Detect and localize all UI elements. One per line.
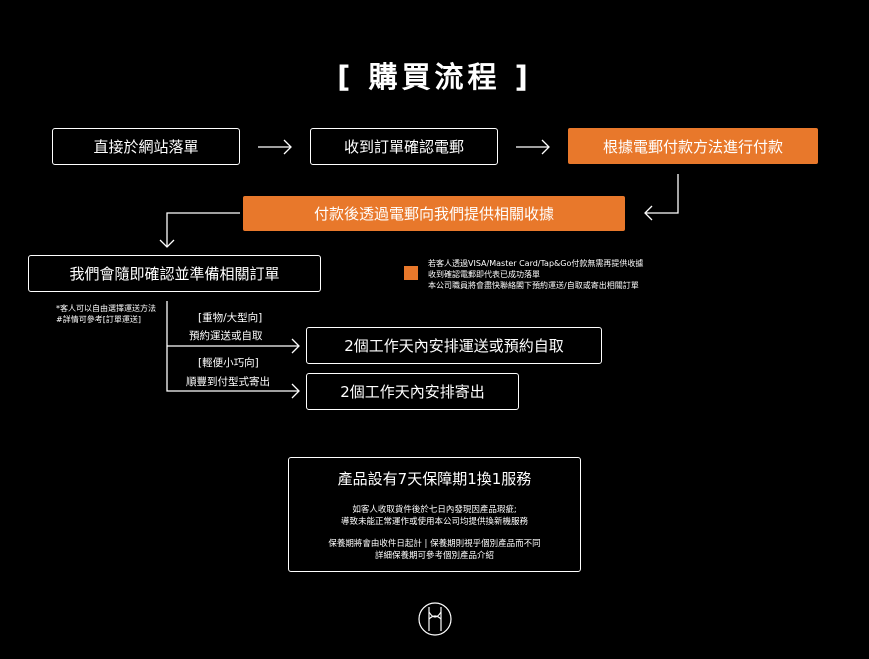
warranty-text: 詳細保養期可參考個別產品介紹 xyxy=(374,551,494,561)
brand-logo-icon xyxy=(418,602,452,636)
step-payment-label: 根據電郵付款方法進行付款 xyxy=(602,137,783,156)
delivery-side-note: *客人可以自由選擇運送方法 #詳情可參考[訂單運送] xyxy=(56,303,156,325)
warranty-box: 產品設有7天保障期1換1服務 如客人收取貨件後於七日內發現因產品瑕疵; 導致未能… xyxy=(288,457,581,572)
option-light-delivery-label: 2個工作天內安排寄出 xyxy=(340,383,485,401)
branch-heavy-desc: 預約運送或自取 xyxy=(189,330,263,342)
page-title: [ 購買流程 ] xyxy=(337,60,532,94)
step-prepare-order: 我們會隨即確認並準備相關訂單 xyxy=(28,255,321,292)
card-payment-note: 若客人透過VISA/Master Card/Tap&Go付款無需再提供收據 收到… xyxy=(428,258,643,291)
branch-heavy-tag: [重物/大型向] xyxy=(198,312,263,324)
side-note-line: #詳情可參考[訂單運送] xyxy=(56,315,141,324)
step-payment: 根據電郵付款方法進行付款 xyxy=(568,128,818,164)
card-note-line: 若客人透過VISA/Master Card/Tap&Go付款無需再提供收據 xyxy=(428,259,644,268)
option-light-delivery: 2個工作天內安排寄出 xyxy=(306,373,519,410)
side-note-line: *客人可以自由選擇運送方法 xyxy=(56,304,156,313)
branch-light-tag: [輕便小巧向] xyxy=(198,357,259,369)
branch-light-desc: 順豐到付型式寄出 xyxy=(186,376,270,388)
step-prepare-order-label: 我們會隨即確認並準備相關訂單 xyxy=(69,265,280,283)
warranty-text: 如客人收取貨件後於七日內發現因產品瑕疵; xyxy=(352,505,517,515)
step-place-order: 直接於網站落單 xyxy=(52,128,240,165)
step-confirmation-email-label: 收到訂單確認電郵 xyxy=(343,138,464,156)
card-note-line: 收到確認電郵即代表已成功落單 xyxy=(428,270,540,279)
warranty-title: 產品設有7天保障期1換1服務 xyxy=(337,470,532,488)
option-heavy-delivery-label: 2個工作天內安排運送或預約自取 xyxy=(344,337,564,355)
option-heavy-delivery: 2個工作天內安排運送或預約自取 xyxy=(306,327,602,364)
card-note-line: 本公司職員將會盡快聯絡閣下預約運送/自取或寄出相關訂單 xyxy=(428,281,639,290)
note-marker xyxy=(404,266,418,280)
step-place-order-label: 直接於網站落單 xyxy=(93,138,199,156)
step-confirmation-email: 收到訂單確認電郵 xyxy=(310,128,498,165)
warranty-text: 保養期將會由收件日起計 | 保養期則視乎個別產品而不同 xyxy=(328,539,541,549)
step-send-receipt: 付款後透過電郵向我們提供相關收據 xyxy=(243,196,625,231)
warranty-text: 導致未能正常運作或使用本公司均提供換新機服務 xyxy=(340,517,528,527)
step-send-receipt-label: 付款後透過電郵向我們提供相關收據 xyxy=(313,205,554,223)
